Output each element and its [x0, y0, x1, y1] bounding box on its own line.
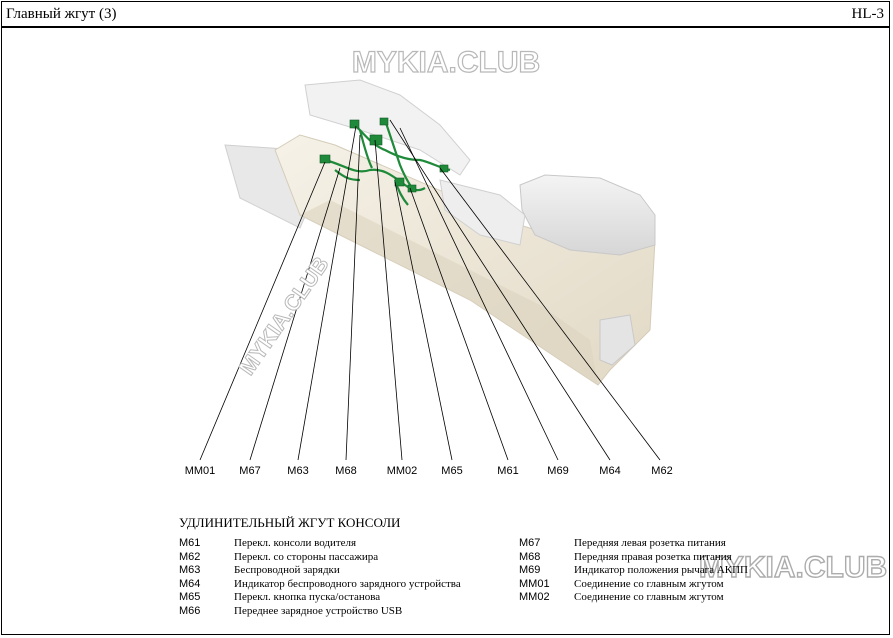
- legend-item: M62 Перекл. со стороны пассажира: [179, 551, 499, 565]
- legend-code: M64: [179, 577, 201, 590]
- legend-desc: Соединение со главным жгутом: [574, 577, 724, 590]
- legend-code: M62: [179, 550, 201, 563]
- connector-m67: [349, 119, 360, 129]
- connector-m63: [369, 134, 383, 146]
- legend-desc: Соединение со главным жгутом: [574, 591, 724, 604]
- callout-leader-lines: [199, 119, 661, 461]
- legend-desc: Передняя правая розетка питания: [574, 550, 732, 563]
- callout-m62: M62: [651, 465, 673, 477]
- legend-item: M64 Индикатор беспроводного зарядного ус…: [179, 578, 499, 592]
- legend-item: M66 Переднее зарядное устройство USB: [179, 605, 499, 619]
- legend-right-column: M67 Передняя левая розетка питания M68 П…: [519, 537, 889, 605]
- callout-m67: M67: [239, 465, 261, 477]
- legend-left-column: M61 Перекл. консоли водителя M62 Перекл.…: [179, 537, 499, 619]
- legend-item: M65 Перекл. кнопка пуска/останова: [179, 591, 499, 605]
- legend-title: УДЛИНИТЕЛЬНЫЙ ЖГУТ КОНСОЛИ: [179, 515, 401, 530]
- callout-m69: M69: [547, 465, 569, 477]
- legend-desc: Индикатор положения рычага АКПП: [574, 564, 748, 577]
- page-code: HL-3: [851, 6, 885, 22]
- callout-mm02: MM02: [386, 465, 418, 477]
- connector-mm01: [319, 154, 331, 164]
- legend-desc: Передняя левая розетка питания: [574, 537, 726, 549]
- callout-m63: M63: [287, 465, 309, 477]
- legend-item: M63 Беспроводной зарядки: [179, 564, 499, 578]
- legend-code: M66: [179, 604, 201, 617]
- console-body: [274, 134, 656, 386]
- console-rear-pocket: [599, 314, 636, 366]
- watermark-diagonal: MYKIA.CLUB: [234, 252, 334, 379]
- legend-item: M67 Передняя левая розетка питания: [519, 537, 889, 551]
- legend-desc: Перекл. со стороны пассажира: [234, 550, 379, 563]
- legend-code: M65: [179, 591, 201, 604]
- legend-code: M68: [519, 550, 541, 563]
- legend-code: M67: [519, 537, 541, 549]
- callout-m64: M64: [599, 465, 621, 477]
- callout-m65: M65: [441, 465, 463, 477]
- legend-code: MM02: [519, 591, 550, 604]
- legend-code: M63: [179, 564, 201, 577]
- callout-mm01: MM01: [184, 465, 216, 477]
- legend-desc: Перекл. консоли водителя: [234, 537, 357, 549]
- legend-code: M69: [519, 564, 541, 577]
- legend-item: M61 Перекл. консоли водителя: [179, 537, 499, 551]
- console-armrest: [519, 174, 656, 256]
- connector-m68: [379, 117, 389, 126]
- legend-item: MM01 Соединение со главным жгутом: [519, 578, 889, 592]
- console-side-panel: [300, 200, 598, 385]
- callout-m61: M61: [497, 465, 519, 477]
- watermark-top: MYKIA.CLUB: [352, 46, 540, 79]
- legend-code: MM01: [519, 577, 550, 590]
- harness-connectors: [319, 117, 449, 193]
- legend-desc: Переднее зарядное устройство USB: [234, 604, 403, 617]
- connector-m65: [407, 184, 417, 193]
- page-title: Главный жгут (3): [6, 6, 117, 22]
- connector-mm02: [394, 177, 405, 187]
- legend-desc: Перекл. кнопка пуска/останова: [234, 591, 381, 604]
- watermark-bottom-right: MYKIA.CLUB: [699, 551, 887, 584]
- callout-m68: M68: [335, 465, 357, 477]
- header-bar: Главный жгут (3) HL-3: [1, 1, 890, 28]
- legend-item: M69 Индикатор положения рычага АКПП: [519, 564, 889, 578]
- legend-desc: Индикатор беспроводного зарядного устрой…: [234, 577, 461, 590]
- legend-item: MM02 Соединение со главным жгутом: [519, 591, 889, 605]
- legend-desc: Беспроводной зарядки: [234, 564, 340, 577]
- connector-m69: [439, 164, 449, 173]
- legend-item: M68 Передняя правая розетка питания: [519, 551, 889, 565]
- legend-code: M61: [179, 537, 201, 549]
